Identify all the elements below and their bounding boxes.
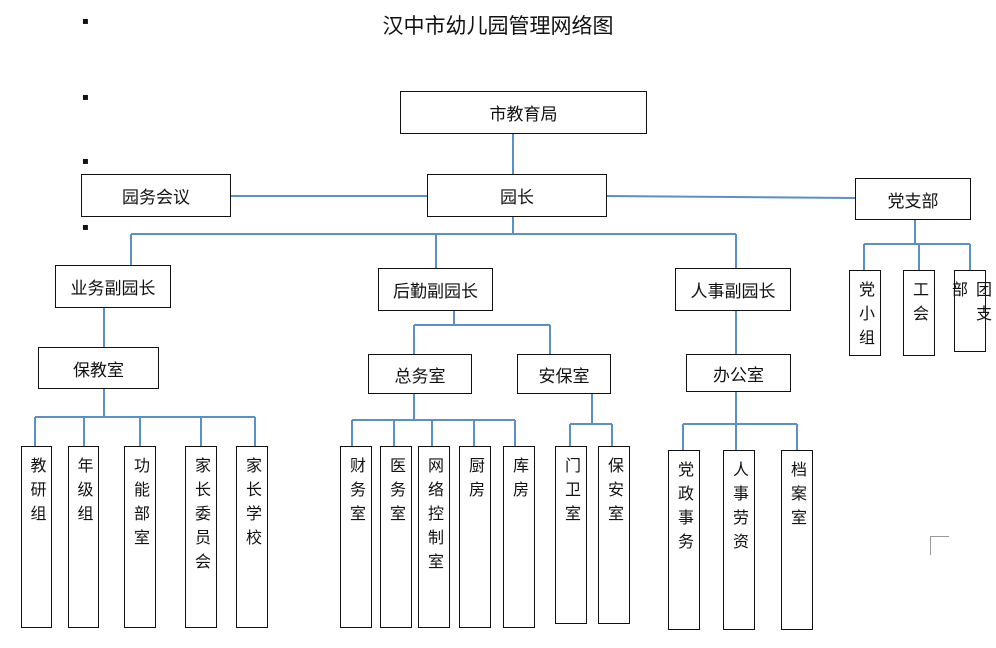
bullet-mark: ▪ [82, 92, 89, 103]
corner-mark [930, 536, 949, 555]
node-education-bureau: 市教育局 [400, 91, 647, 134]
node-union: 工会 [903, 270, 935, 356]
node-vp-logistics: 后勤副园长 [378, 268, 493, 311]
node-archive-room: 档案室 [781, 450, 813, 630]
node-party-group: 党小组 [849, 270, 881, 356]
node-admin-office: 办公室 [686, 354, 791, 392]
node-hr-wages: 人事劳资 [723, 450, 755, 630]
node-youth-league: 团支部 [949, 270, 992, 352]
node-parent-committee: 家长委员会 [185, 446, 217, 628]
node-research-group: 教研组 [21, 446, 52, 628]
node-party-branch: 党支部 [855, 178, 971, 220]
node-network-control: 网络控制室 [418, 446, 450, 628]
node-finance-office: 财务室 [340, 446, 372, 628]
node-guard-room: 门卫室 [555, 446, 587, 624]
node-director: 园长 [427, 174, 607, 217]
page-title: 汉中市幼儿园管理网络图 [382, 14, 614, 38]
node-medical-office: 医务室 [380, 446, 412, 628]
node-security-office: 安保室 [517, 354, 611, 394]
connector-line [606, 195, 856, 199]
node-grade-group: 年级组 [68, 446, 99, 628]
bullet-mark: ▪ [82, 156, 89, 167]
node-vp-business: 业务副园长 [55, 265, 171, 308]
node-party-affairs: 党政事务 [668, 450, 700, 630]
node-security-room: 保安室 [598, 446, 630, 624]
node-council: 园务会议 [81, 174, 231, 217]
node-teaching-office: 保教室 [38, 347, 159, 389]
bullet-mark: ▪ [82, 16, 89, 27]
node-warehouse: 库房 [503, 446, 535, 628]
node-vp-personnel: 人事副园长 [675, 268, 791, 311]
bullet-mark: ▪ [82, 222, 89, 233]
node-parent-school: 家长学校 [236, 446, 268, 628]
node-function-room: 功能部室 [124, 446, 156, 628]
node-kitchen: 厨房 [459, 446, 491, 628]
node-general-affairs: 总务室 [368, 354, 472, 394]
